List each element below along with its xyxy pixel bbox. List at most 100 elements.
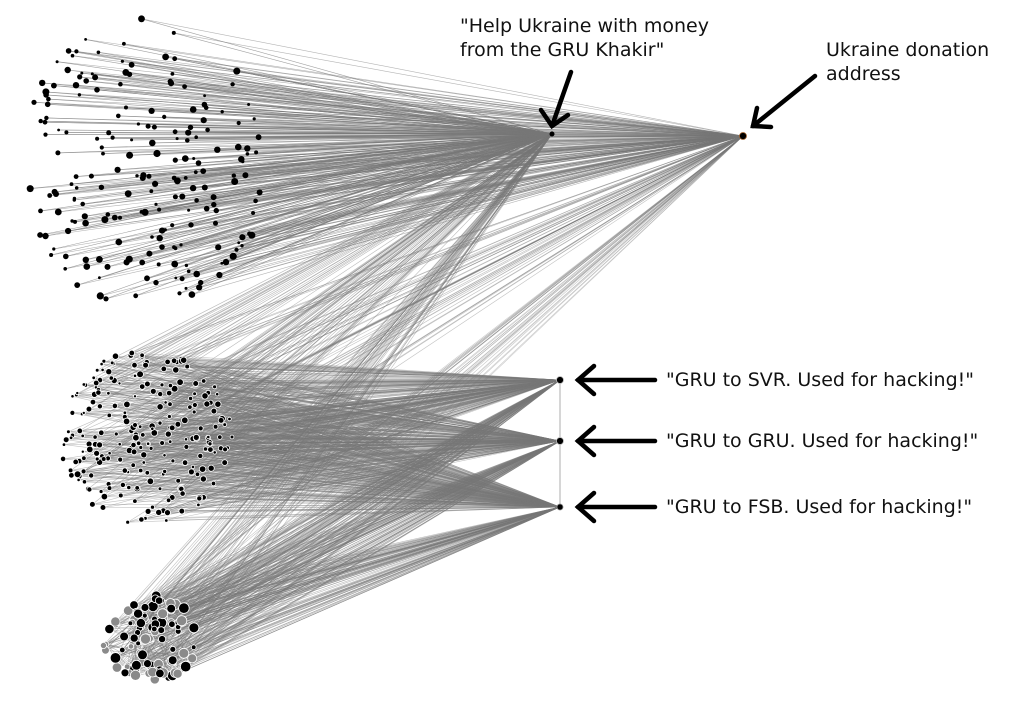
graph-edge xyxy=(137,488,561,508)
graph-edge xyxy=(156,506,561,597)
graph-node xyxy=(130,462,136,468)
graph-node xyxy=(119,481,126,488)
graph-edge xyxy=(83,384,561,442)
graph-node xyxy=(157,420,163,426)
graph-node xyxy=(81,455,87,461)
graph-edge xyxy=(178,425,561,442)
graph-node xyxy=(49,253,54,257)
graph-node xyxy=(139,210,144,214)
graph-node xyxy=(162,453,167,458)
graph-edge xyxy=(231,436,561,508)
graph-node xyxy=(120,668,130,678)
graph-edge xyxy=(119,443,561,508)
graph-edge xyxy=(137,487,561,508)
graph-edge xyxy=(133,135,744,672)
graph-node xyxy=(80,449,85,454)
graph-edge xyxy=(88,440,561,490)
graph-edge xyxy=(92,379,561,403)
graph-edge xyxy=(115,506,561,622)
graph-node xyxy=(167,439,173,444)
graph-node xyxy=(247,103,251,106)
graph-edge xyxy=(199,440,561,498)
graph-edge xyxy=(139,133,553,629)
graph-edge xyxy=(83,412,561,442)
graph-edge xyxy=(148,125,744,137)
graph-node xyxy=(65,227,72,235)
graph-edge xyxy=(214,386,561,442)
graph-edge xyxy=(54,133,553,193)
graph-edge xyxy=(122,379,561,651)
graph-edge xyxy=(221,420,561,508)
graph-edge xyxy=(220,135,744,449)
graph-edge xyxy=(184,135,744,463)
graph-node xyxy=(177,291,182,296)
graph-edge xyxy=(105,135,744,645)
graph-node xyxy=(86,445,94,454)
graph-edge xyxy=(166,506,561,521)
graph-node xyxy=(107,451,112,456)
graph-edge xyxy=(115,379,561,659)
graph-edge xyxy=(122,133,553,651)
gru-to-svr-node xyxy=(556,376,564,384)
graph-node xyxy=(203,94,207,98)
graph-edge xyxy=(227,447,561,508)
graph-edge xyxy=(189,379,561,408)
graph-edge xyxy=(163,368,561,508)
graph-node xyxy=(157,391,164,398)
graph-node xyxy=(42,232,49,240)
graph-edge xyxy=(89,440,561,445)
graph-edge xyxy=(107,379,561,459)
graph-edge xyxy=(79,440,561,462)
graph-node xyxy=(106,485,113,491)
graph-edge xyxy=(75,84,744,137)
graph-edge xyxy=(168,379,561,678)
graph-node xyxy=(70,219,74,223)
graph-edge xyxy=(194,404,561,442)
graph-edge xyxy=(194,135,744,629)
graph-edge xyxy=(128,379,561,611)
graph-edge xyxy=(154,506,561,630)
graph-edge xyxy=(211,379,561,469)
graph-node xyxy=(108,375,114,381)
graph-node xyxy=(52,247,56,251)
graph-edge xyxy=(82,135,744,473)
graph-edge xyxy=(133,440,561,446)
graph-edge xyxy=(203,440,561,498)
graph-edge xyxy=(155,379,561,600)
graph-edge xyxy=(152,440,561,628)
graph-edge xyxy=(172,440,561,498)
graph-node xyxy=(84,38,87,41)
graph-node xyxy=(51,82,57,89)
graph-edge xyxy=(138,506,561,614)
graph-node xyxy=(98,489,104,494)
graph-edge xyxy=(142,135,744,656)
graph-edge xyxy=(66,439,561,508)
graph-edge xyxy=(198,440,561,506)
graph-edge xyxy=(149,440,561,639)
graph-edge xyxy=(206,107,553,135)
graph-edge xyxy=(171,379,561,623)
graph-edge xyxy=(130,440,561,448)
graph-node xyxy=(172,157,178,163)
graph-edge xyxy=(91,440,561,476)
graph-edge xyxy=(171,440,561,611)
graph-node xyxy=(67,467,74,474)
graph-edge xyxy=(137,440,561,644)
graph-node xyxy=(200,117,207,124)
graph-edge xyxy=(181,379,561,490)
gru-to-fsb-node xyxy=(556,503,564,511)
graph-edge xyxy=(192,379,561,468)
graph-edge xyxy=(179,133,553,623)
graph-edge xyxy=(127,133,553,611)
graph-edge xyxy=(98,52,744,137)
graph-node xyxy=(128,349,135,357)
graph-edge xyxy=(145,364,561,381)
graph-edge xyxy=(137,133,553,644)
graph-edge xyxy=(140,470,561,508)
graph-node xyxy=(166,414,172,419)
graph-edge xyxy=(77,392,561,442)
graph-node xyxy=(236,120,241,126)
graph-node xyxy=(82,219,89,227)
graph-node xyxy=(69,409,76,416)
